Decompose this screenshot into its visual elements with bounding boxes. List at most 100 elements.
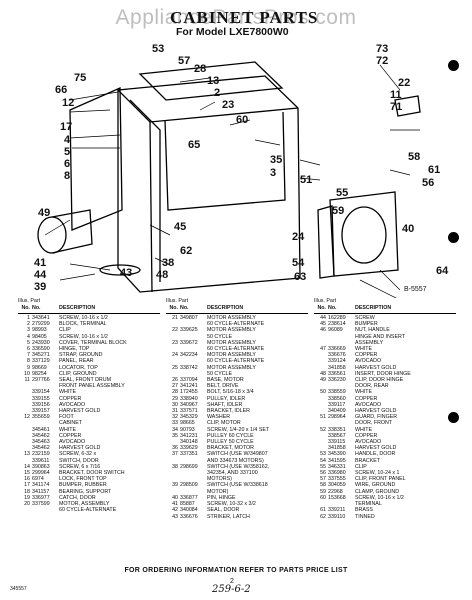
- part-number-cell: 336676: [328, 352, 346, 359]
- description-cell: HARVEST GOLD: [355, 408, 397, 415]
- table-row: 50 CYCLE: [166, 371, 308, 377]
- description-cell: 60 CYCLE-ALTERNATE: [207, 321, 265, 328]
- part-number-cell: 339124: [328, 358, 346, 365]
- part-number-cell: 345461: [32, 426, 50, 433]
- part-number-cell: 341174: [32, 482, 50, 489]
- part-number-cell: 336977: [32, 494, 50, 501]
- part-number-cell: 98993: [32, 327, 47, 334]
- description-cell: DOOR, FRONT: [355, 420, 393, 427]
- description-cell: SCREW, 10-32 x 3/2: [207, 501, 256, 508]
- part-number-cell: 349807: [180, 315, 198, 321]
- table-header-illus: Illus. Part: [18, 298, 41, 304]
- description-cell: COPPER: [59, 395, 82, 402]
- callout-55: 55: [336, 187, 349, 199]
- part-number-cell: 22968: [328, 488, 343, 495]
- ref-number-cell: 40: [172, 494, 178, 501]
- table-header-illus: Illus. Part: [314, 298, 337, 304]
- description-cell: LOCATOR, TOP: [59, 364, 98, 371]
- callout-62: 62: [180, 245, 193, 257]
- ref-number-cell: 14: [24, 463, 30, 470]
- part-number-cell: 172455: [180, 389, 198, 396]
- ref-number-cell: 55: [320, 463, 326, 470]
- ref-number-cell: 23: [172, 339, 178, 346]
- table-row: 50 CYCLE: [166, 334, 308, 340]
- table-header-illus: Illus. Part: [166, 298, 189, 304]
- callout-58: 58: [408, 151, 421, 163]
- exploded-diagram: [37, 61, 421, 298]
- part-number-cell: [32, 507, 59, 513]
- description-cell: MOTOR): [207, 488, 229, 495]
- callout-40: 40: [402, 223, 415, 235]
- part-number-cell: 98665: [180, 420, 195, 427]
- ref-number-cell: 46: [320, 327, 326, 334]
- table-row: MOTOR): [166, 489, 308, 495]
- part-number-cell: 338567: [328, 432, 346, 439]
- ref-number-cell: 61: [320, 507, 326, 514]
- table-row: FRONT PANEL ASSEMBLY: [18, 383, 160, 389]
- callout-54: 54: [292, 257, 305, 269]
- callout-72: 72: [376, 55, 389, 67]
- part-number-cell: 96089: [328, 327, 343, 334]
- description-cell: SWITCH (USE W/358162,: [207, 463, 270, 470]
- table-row: HINGE AND INSERT: [314, 334, 456, 340]
- part-number-cell: 337571: [180, 408, 198, 415]
- part-number-cell: 390863: [32, 463, 50, 470]
- description-cell: AVOCADO: [355, 401, 382, 408]
- callout-43: 43: [120, 267, 133, 279]
- ref-number-cell: 18: [24, 488, 30, 495]
- description-cell: AND 334673 MOTORS): [207, 457, 264, 464]
- description-cell: BLOCK, TERMINAL: [59, 321, 107, 328]
- ref-number-cell: 50: [320, 389, 326, 396]
- description-cell: CLIP, MOTOR: [207, 420, 241, 427]
- description-cell: STRAP, GROUND: [59, 352, 103, 359]
- description-cell: MOTOR ASSEMBLY: [207, 364, 256, 371]
- part-number-cell: 339154: [32, 389, 50, 396]
- description-cell: BRACKET, DOOR SWITCH: [59, 470, 125, 477]
- part-number-cell: 340967: [180, 401, 198, 408]
- cabinet-outline: [117, 75, 301, 293]
- description-cell: DOOR, REAR: [355, 383, 389, 390]
- part-number-cell: 341858: [328, 364, 346, 371]
- callout-60: 60: [236, 114, 249, 126]
- col-ref-header: No.: [169, 305, 178, 311]
- ref-number-cell: 16: [24, 476, 30, 483]
- table-row: 342354, AND 337100: [166, 470, 308, 476]
- description-cell: AVOCADO: [355, 439, 382, 446]
- callout-63: 63: [294, 271, 307, 283]
- ref-number-cell: 32: [172, 414, 178, 421]
- callout-23: 23: [222, 99, 235, 111]
- ordering-note: FOR ORDERING INFORMATION REFER TO PARTS …: [124, 567, 348, 574]
- column-headers: No. No. DESCRIPTION: [314, 305, 456, 314]
- description-cell: AVOCADO: [355, 358, 382, 365]
- part-number-cell: 232159: [32, 451, 50, 458]
- callout-59: 59: [332, 205, 345, 217]
- table-row: 60 CYCLE-ALTERNATE: [166, 346, 308, 352]
- part-number-cell: 339115: [328, 439, 346, 446]
- description-cell: FOOT: [59, 414, 74, 421]
- ref-number-cell: 51: [320, 414, 326, 421]
- description-cell: SCREW, 6 x 7/16: [59, 463, 101, 470]
- description-cell: COPPER: [355, 432, 378, 439]
- callout-8: 8: [64, 170, 71, 182]
- ref-number-cell: 56: [320, 470, 326, 477]
- description-cell: WHITE: [355, 346, 373, 353]
- description-cell: CLIP: [59, 327, 71, 334]
- part-number-cell: 336877: [180, 494, 198, 501]
- part-number-cell: 341231: [180, 432, 198, 439]
- part-number-cell: 355659: [32, 414, 50, 421]
